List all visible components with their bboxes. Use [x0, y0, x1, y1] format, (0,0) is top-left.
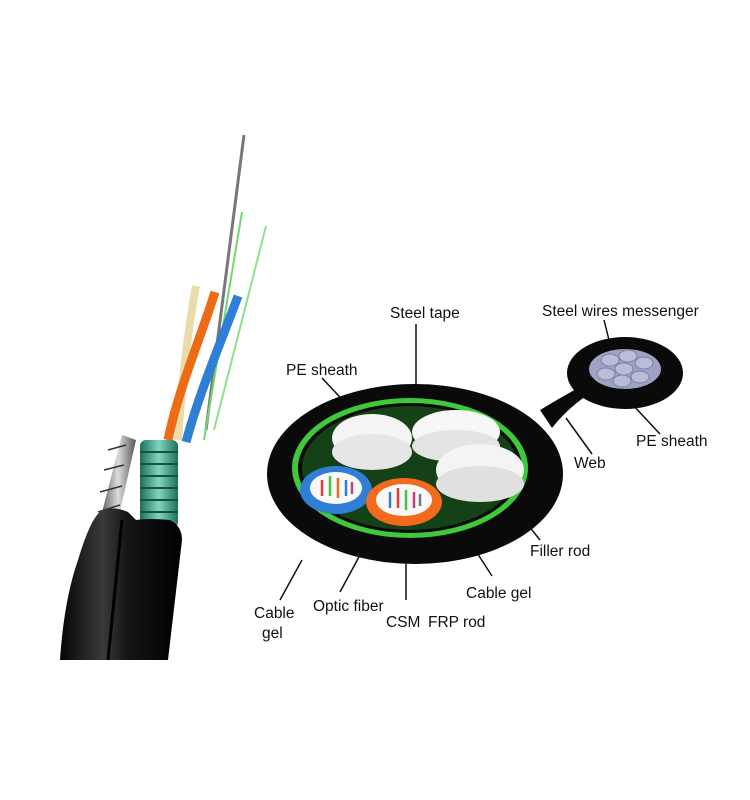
label-steel-wires-messenger: Steel wires messenger	[542, 303, 699, 320]
orange-loose-tube	[366, 478, 442, 526]
label-filler-rod: Filler rod	[530, 543, 591, 560]
label-csm: CSM	[386, 614, 421, 631]
label-cable-gel-right: Cable gel	[466, 585, 532, 602]
label-cable-gel-left-line1: Cable	[254, 605, 295, 622]
label-cable-gel-left-line2: gel	[262, 625, 283, 642]
corrugated-armor	[140, 440, 178, 528]
messenger-steel-wires	[97, 435, 136, 520]
label-pe-sheath-messenger: PE sheath	[636, 433, 708, 450]
label-optic-fiber: Optic fiber	[313, 598, 384, 615]
cable-jacket	[60, 508, 182, 661]
filler-rods	[332, 410, 524, 502]
label-steel-tape: Steel tape	[390, 305, 460, 322]
label-pe-sheath-outer: PE sheath	[286, 362, 358, 379]
web	[540, 388, 586, 428]
label-web: Web	[574, 455, 606, 472]
label-frp-rod: FRP rod	[428, 614, 486, 631]
messenger-housing	[567, 337, 683, 409]
blue-loose-tube	[300, 466, 372, 514]
fiber-bundle	[163, 134, 267, 444]
